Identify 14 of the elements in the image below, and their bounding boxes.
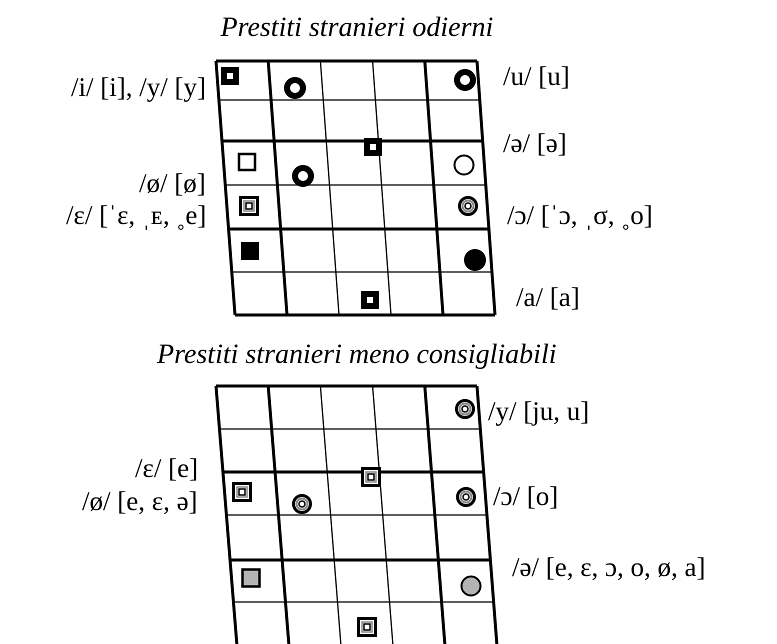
vowel-label: /ɛ/ [e] — [135, 453, 198, 483]
vowel-label: /ə/ [e, ɛ, ɔ, o, ø, a] — [512, 552, 706, 582]
chart-heading: Prestiti stranieri meno consigliabili — [157, 340, 557, 370]
vowel-label: /i/ [i], /y/ [y] — [71, 72, 206, 102]
vowel-label: /ø/ [e, ɛ, ə] — [82, 486, 198, 516]
vowel-label: /ə/ [ə] — [503, 128, 567, 158]
vowel-label: /u/ [u] — [503, 61, 570, 91]
vowel-label: /y/ [ju, u] — [488, 396, 590, 426]
vowel-label: /ɛ/ [ˈɛ, ˌᴇ, ˳e] — [66, 200, 206, 230]
chart-heading: Prestiti stranieri odierni — [220, 13, 494, 43]
vowel-label: /ø/ [ø] — [139, 168, 206, 198]
vowel-label: /a/ [a] — [516, 282, 580, 312]
vowel-label: /ɔ/ [o] — [493, 481, 558, 511]
vowel-label: /ɔ/ [ˈɔ, ˌσ, ˳o] — [507, 200, 653, 230]
